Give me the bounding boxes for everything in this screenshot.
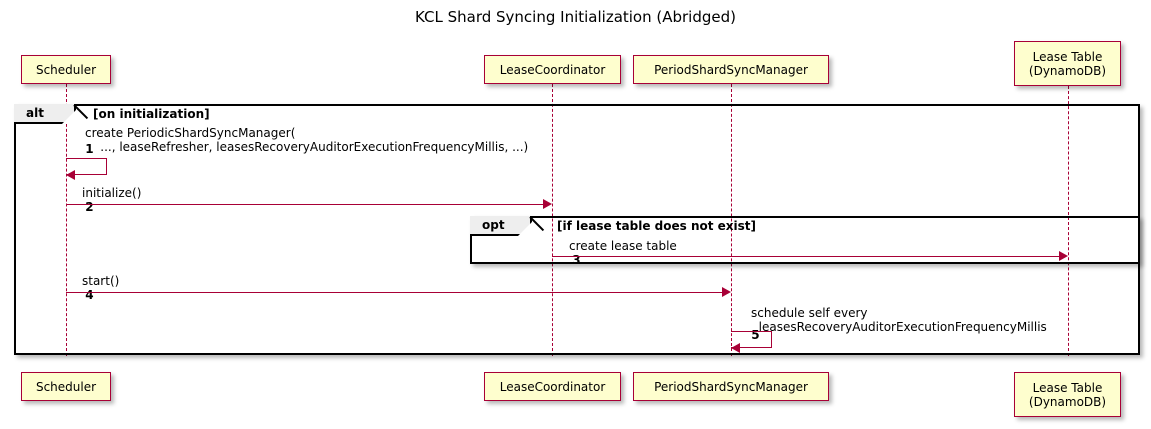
message-3-arrowhead <box>1059 251 1068 261</box>
message-1-label: 1 <box>70 128 94 170</box>
participant-label: Lease Table (DynamoDB) <box>1028 49 1107 78</box>
participant-lease-table-bottom[interactable]: Lease Table (DynamoDB) <box>1014 372 1121 417</box>
lifeline-scheduler <box>66 84 67 356</box>
message-1-number: 1 <box>85 142 94 156</box>
participant-scheduler-top[interactable]: Scheduler <box>21 55 111 84</box>
participant-label: PeriodShardSyncManager <box>654 62 808 77</box>
message-5-text-line2: leasesRecoveryAuditorExecutionFrequencyM… <box>751 320 1047 334</box>
message-5-self-loop <box>731 331 772 348</box>
message-2-number: 2 <box>85 200 94 214</box>
message-1-text-line1: create PeriodicShardSyncManager( <box>85 126 296 140</box>
message-3-text: create lease table <box>569 239 677 253</box>
lifeline-lease-coordinator <box>552 84 553 356</box>
participant-label: PeriodShardSyncManager <box>654 379 808 394</box>
diagram-title: KCL Shard Syncing Initialization (Abridg… <box>415 8 736 26</box>
message-4-line <box>66 292 722 293</box>
participant-scheduler-bottom[interactable]: Scheduler <box>21 372 111 401</box>
participant-period-shard-sync-manager-top[interactable]: PeriodShardSyncManager <box>633 55 829 84</box>
lifeline-period-shard-sync-manager <box>731 84 732 356</box>
message-5-number: 5 <box>751 328 760 342</box>
message-4-label: 4 <box>70 274 94 316</box>
opt-frame <box>470 216 1140 264</box>
opt-frame-operator: opt <box>482 218 505 232</box>
participant-lease-coordinator-bottom[interactable]: LeaseCoordinator <box>484 372 621 401</box>
participant-label: Lease Table (DynamoDB) <box>1028 380 1107 409</box>
message-1-text-line2: ..., leaseRefresher, leasesRecoveryAudit… <box>85 140 529 154</box>
alt-frame-tab: alt <box>14 104 76 124</box>
message-2-label: 2 <box>70 186 94 228</box>
message-1-arrowhead <box>66 170 75 180</box>
message-2-line <box>66 204 543 205</box>
participant-label: LeaseCoordinator <box>499 62 606 77</box>
message-5-text-line1: schedule self every <box>751 306 868 320</box>
alt-frame-condition: [on initialization] <box>93 107 210 121</box>
message-4-text: start() <box>82 274 120 288</box>
alt-frame-operator: alt <box>26 106 44 120</box>
opt-frame-tab: opt <box>470 216 532 236</box>
message-2-text: initialize() <box>82 186 142 200</box>
participant-period-shard-sync-manager-bottom[interactable]: PeriodShardSyncManager <box>633 372 829 401</box>
message-3-label: 3 <box>557 239 581 281</box>
participant-lease-coordinator-top[interactable]: LeaseCoordinator <box>484 55 621 84</box>
message-3-number: 3 <box>572 253 581 267</box>
participant-label: Scheduler <box>35 379 97 394</box>
message-5-arrowhead <box>731 343 740 353</box>
message-2-arrowhead <box>543 199 552 209</box>
message-3-line <box>552 256 1059 257</box>
message-1-self-loop <box>66 158 107 175</box>
participant-label: LeaseCoordinator <box>499 379 606 394</box>
message-4-number: 4 <box>85 288 94 302</box>
participant-lease-table-top[interactable]: Lease Table (DynamoDB) <box>1014 41 1121 86</box>
lifeline-lease-table <box>1068 86 1069 356</box>
participant-label: Scheduler <box>35 62 97 77</box>
message-4-arrowhead <box>722 287 731 297</box>
message-5-label: 5 <box>736 314 760 356</box>
opt-frame-condition: [if lease table does not exist] <box>557 219 757 233</box>
